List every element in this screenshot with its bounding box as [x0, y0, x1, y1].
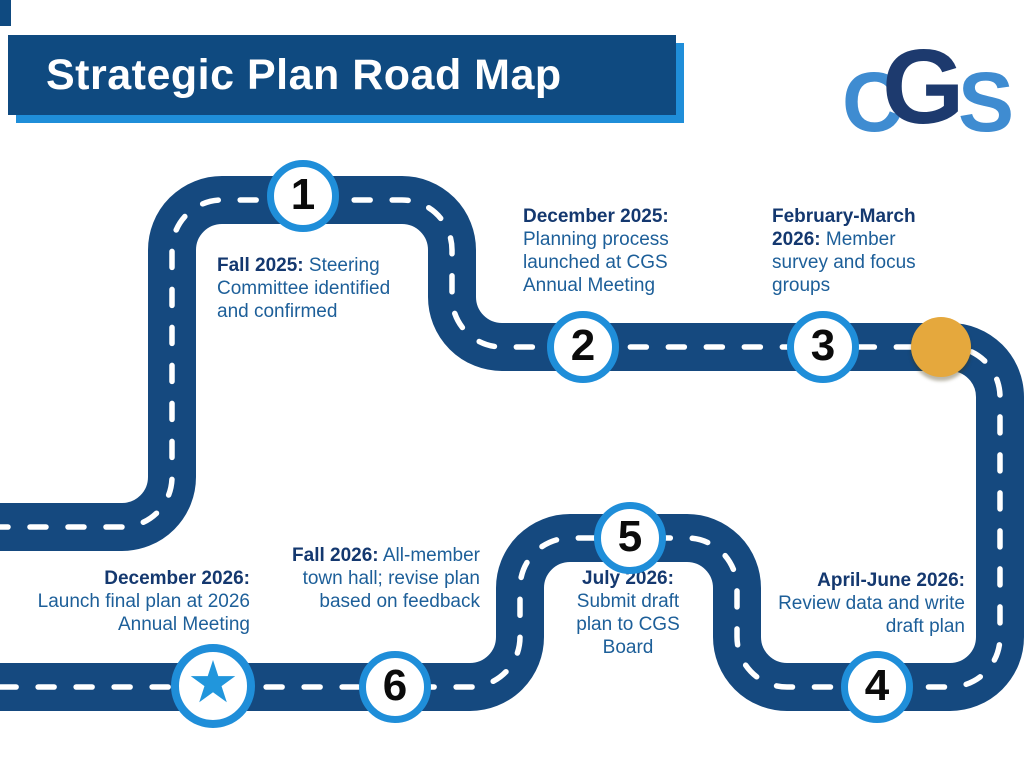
milestone-heading: Fall 2026: — [292, 545, 379, 566]
milestone-heading: July 2026: — [582, 568, 674, 589]
milestone-body: All-member town hall; revise plan based … — [302, 545, 480, 612]
logo-letter-s: S — [958, 55, 1015, 149]
milestone-heading: December 2025: — [523, 206, 669, 227]
milestone-body: Submit draft plan to CGS Board — [576, 591, 680, 658]
milestone-body: Review data and write draft plan — [778, 593, 965, 637]
milestone-body: Launch final plan at 2026 Annual Meeting — [37, 591, 250, 635]
milestone-text-fall-2026: Fall 2026: All-member town hall; revise … — [282, 544, 480, 613]
star-icon: ★ — [187, 650, 239, 715]
marker-number: 6 — [382, 661, 408, 710]
logo-letter-c: C — [842, 55, 903, 149]
marker-number: 1 — [290, 170, 316, 219]
corner-accent — [0, 0, 11, 26]
marker-number: 4 — [864, 661, 890, 710]
title-banner: Strategic Plan Road Map — [8, 35, 676, 115]
milestone-body: Member survey and focus groups — [772, 229, 916, 296]
milestone-marker-4: 4 — [841, 651, 913, 723]
milestone-text-december-2025: December 2025: Planning process launched… — [523, 205, 698, 297]
milestone-marker-1: 1 — [267, 160, 339, 232]
milestone-text-april-june-2026: April-June 2026: Review data and write d… — [773, 569, 965, 638]
milestone-body: Planning process launched at CGS Annual … — [523, 229, 669, 296]
milestone-heading: February-March 2026: — [772, 206, 916, 250]
cgs-logo: C S G — [842, 34, 1022, 144]
milestone-text-feb-march-2026: February-March 2026: Member survey and f… — [772, 205, 954, 297]
page-title: Strategic Plan Road Map — [46, 50, 562, 99]
logo-letter-g: G — [882, 28, 965, 146]
milestone-text-fall-2025: Fall 2025: Steering Committee identified… — [217, 254, 407, 323]
milestone-heading: December 2026: — [104, 568, 250, 589]
marker-number: 5 — [617, 512, 643, 561]
road-center-dashes — [0, 197, 1003, 690]
milestone-marker-2: 2 — [547, 311, 619, 383]
milestone-marker-5: 5 — [594, 502, 666, 574]
marker-number: 3 — [810, 321, 836, 370]
milestone-text-july-2026: July 2026: Submit draft plan to CGS Boar… — [561, 567, 695, 659]
milestone-heading: Fall 2025: — [217, 255, 304, 276]
marker-number: 2 — [570, 321, 596, 370]
finish-star-marker: ★ — [171, 644, 255, 728]
milestone-marker-6: 6 — [359, 651, 431, 723]
milestone-body: Steering Committee identified and confir… — [217, 255, 391, 322]
milestone-text-december-2026: December 2026: Launch final plan at 2026… — [37, 567, 250, 636]
current-position-dot — [911, 317, 971, 377]
milestone-marker-3: 3 — [787, 311, 859, 383]
milestone-heading: April-June 2026: — [817, 570, 965, 591]
